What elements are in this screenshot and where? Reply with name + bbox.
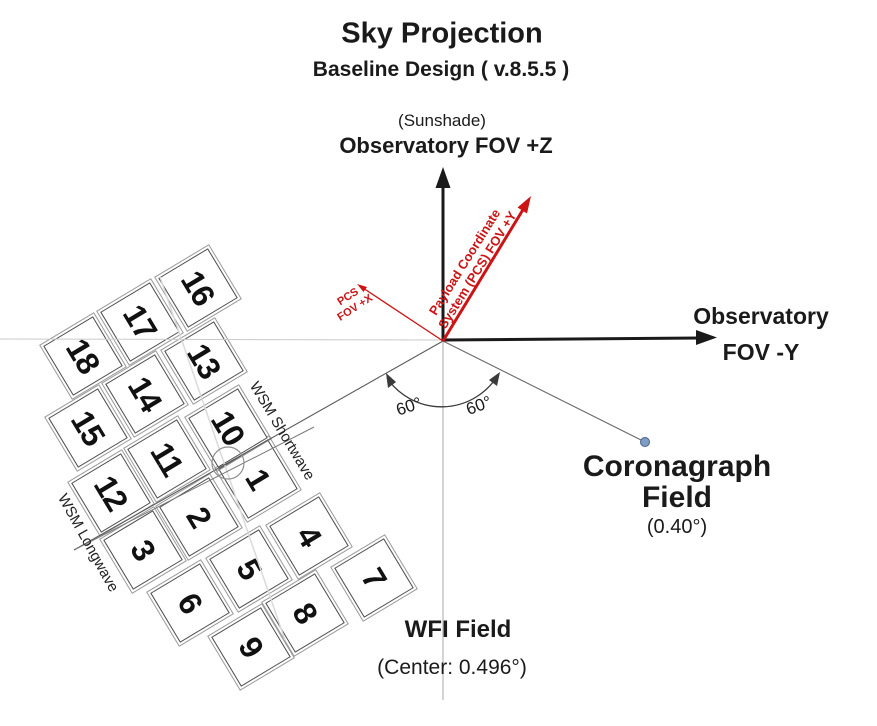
sunshade-note: (Sunshade) — [398, 111, 486, 130]
observatory-minus-y-line2: FOV -Y — [722, 339, 800, 365]
pcs-plus-y-label: Payload Coordinate System (PCS) FOV +Y — [425, 206, 520, 332]
arc-arrowhead-right — [489, 372, 500, 386]
diagram-subtitle: Baseline Design ( v.8.5.5 ) — [312, 58, 570, 81]
coronagraph-field-dot — [640, 437, 650, 447]
observatory-minus-y-axis — [442, 336, 701, 342]
observatory-minus-y-line1: Observatory — [693, 303, 829, 329]
angle-label-right: 60° — [463, 392, 495, 419]
angle-label-left: 60° — [393, 393, 425, 420]
pcs-plus-y-axis — [441, 207, 526, 342]
wsm-longwave-label: WSM Longwave — [54, 491, 122, 595]
faint-perpendicular-line — [159, 276, 286, 641]
faint-horizontal-line — [0, 338, 444, 341]
pcs-plus-x-label: PCS FOV +X — [335, 285, 376, 324]
coronagraph-field-line — [442, 340, 644, 442]
pcs-plus-x-arrowhead — [357, 284, 367, 292]
angle-arc — [386, 374, 499, 408]
observatory-plus-z-label: Observatory FOV +Z — [339, 133, 553, 158]
pcs-plus-x-axis — [362, 287, 444, 342]
observatory-minus-y-label: Observatory FOV -Y — [693, 298, 829, 370]
wfi-center-label: (Center: 0.496°) — [377, 656, 527, 679]
wfi-field-line — [73, 340, 444, 551]
arc-arrowhead-left — [386, 373, 396, 388]
wfi-field-label: WFI Field — [404, 616, 512, 643]
wfi-field-line-double — [75, 426, 315, 550]
pcs-plus-y-arrowhead — [517, 196, 531, 214]
coronagraph-field-label: Coronagraph Field (0.40°) — [582, 450, 772, 538]
plus-z-arrowhead — [435, 167, 451, 188]
wsm-shortwave-label: WSM Shortwave — [245, 378, 319, 484]
minus-y-arrowhead — [696, 330, 717, 345]
diagram-title: Sky Projection — [341, 17, 543, 50]
wfi-center-circle — [211, 446, 245, 480]
